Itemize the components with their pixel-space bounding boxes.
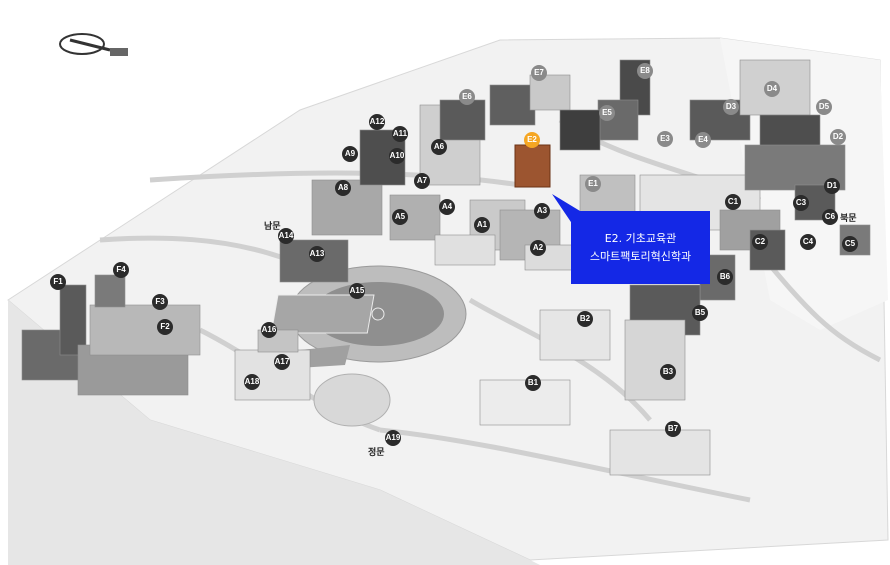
marker-a17[interactable]: A17: [274, 354, 290, 370]
marker-d3[interactable]: D3: [723, 99, 739, 115]
marker-a13[interactable]: A13: [309, 246, 325, 262]
marker-c2[interactable]: C2: [752, 234, 768, 250]
callout-department-name: 스마트팩토리혁신학과: [589, 249, 692, 263]
marker-f4[interactable]: F4: [113, 262, 129, 278]
marker-b7[interactable]: B7: [665, 421, 681, 437]
marker-a8[interactable]: A8: [335, 180, 351, 196]
marker-a6[interactable]: A6: [431, 139, 447, 155]
marker-a7[interactable]: A7: [414, 173, 430, 189]
marker-b2[interactable]: B2: [577, 311, 593, 327]
marker-a4[interactable]: A4: [439, 199, 455, 215]
callout-building-name: E2. 기초교육관: [604, 231, 677, 245]
marker-a11[interactable]: A11: [392, 126, 408, 142]
marker-e1[interactable]: E1: [585, 176, 601, 192]
marker-f2[interactable]: F2: [157, 319, 173, 335]
marker-e4[interactable]: E4: [695, 132, 711, 148]
marker-a5[interactable]: A5: [392, 209, 408, 225]
marker-c1[interactable]: C1: [725, 194, 741, 210]
marker-e6[interactable]: E6: [459, 89, 475, 105]
marker-b1[interactable]: B1: [525, 375, 541, 391]
marker-a10[interactable]: A10: [389, 148, 405, 164]
building-callout: E2. 기초교육관 스마트팩토리혁신학과: [571, 211, 710, 284]
marker-a12[interactable]: A12: [369, 114, 385, 130]
south-gate-label: 남문: [264, 222, 281, 232]
stadium: [270, 265, 467, 363]
marker-a3[interactable]: A3: [534, 203, 550, 219]
marker-a15[interactable]: A15: [349, 283, 365, 299]
marker-d2[interactable]: D2: [830, 129, 846, 145]
north-gate-label: 북문: [840, 214, 857, 224]
marker-a14[interactable]: A14: [278, 228, 294, 244]
main-gate-label: 정문: [368, 448, 385, 458]
e2-building: [514, 144, 551, 188]
marker-a19[interactable]: A19: [385, 430, 401, 446]
marker-a18[interactable]: A18: [244, 374, 260, 390]
marker-b5[interactable]: B5: [692, 305, 708, 321]
marker-e3[interactable]: E3: [657, 131, 673, 147]
marker-d4[interactable]: D4: [764, 81, 780, 97]
baseball-field: [313, 373, 391, 427]
marker-d5[interactable]: D5: [816, 99, 832, 115]
compass-icon: [59, 33, 128, 56]
marker-c4[interactable]: C4: [800, 234, 816, 250]
marker-a9[interactable]: A9: [342, 146, 358, 162]
marker-e8[interactable]: E8: [637, 63, 653, 79]
marker-b3[interactable]: B3: [660, 364, 676, 380]
marker-a16[interactable]: A16: [261, 322, 277, 338]
marker-d1[interactable]: D1: [824, 178, 840, 194]
marker-e2[interactable]: E2: [524, 132, 540, 148]
marker-c6[interactable]: C6: [822, 209, 838, 225]
marker-c3[interactable]: C3: [793, 195, 809, 211]
marker-a1[interactable]: A1: [474, 217, 490, 233]
marker-a2[interactable]: A2: [530, 240, 546, 256]
marker-f3[interactable]: F3: [152, 294, 168, 310]
marker-e5[interactable]: E5: [599, 105, 615, 121]
marker-f1[interactable]: F1: [50, 274, 66, 290]
marker-e7[interactable]: E7: [531, 65, 547, 81]
marker-b6[interactable]: B6: [717, 269, 733, 285]
marker-c5[interactable]: C5: [842, 236, 858, 252]
